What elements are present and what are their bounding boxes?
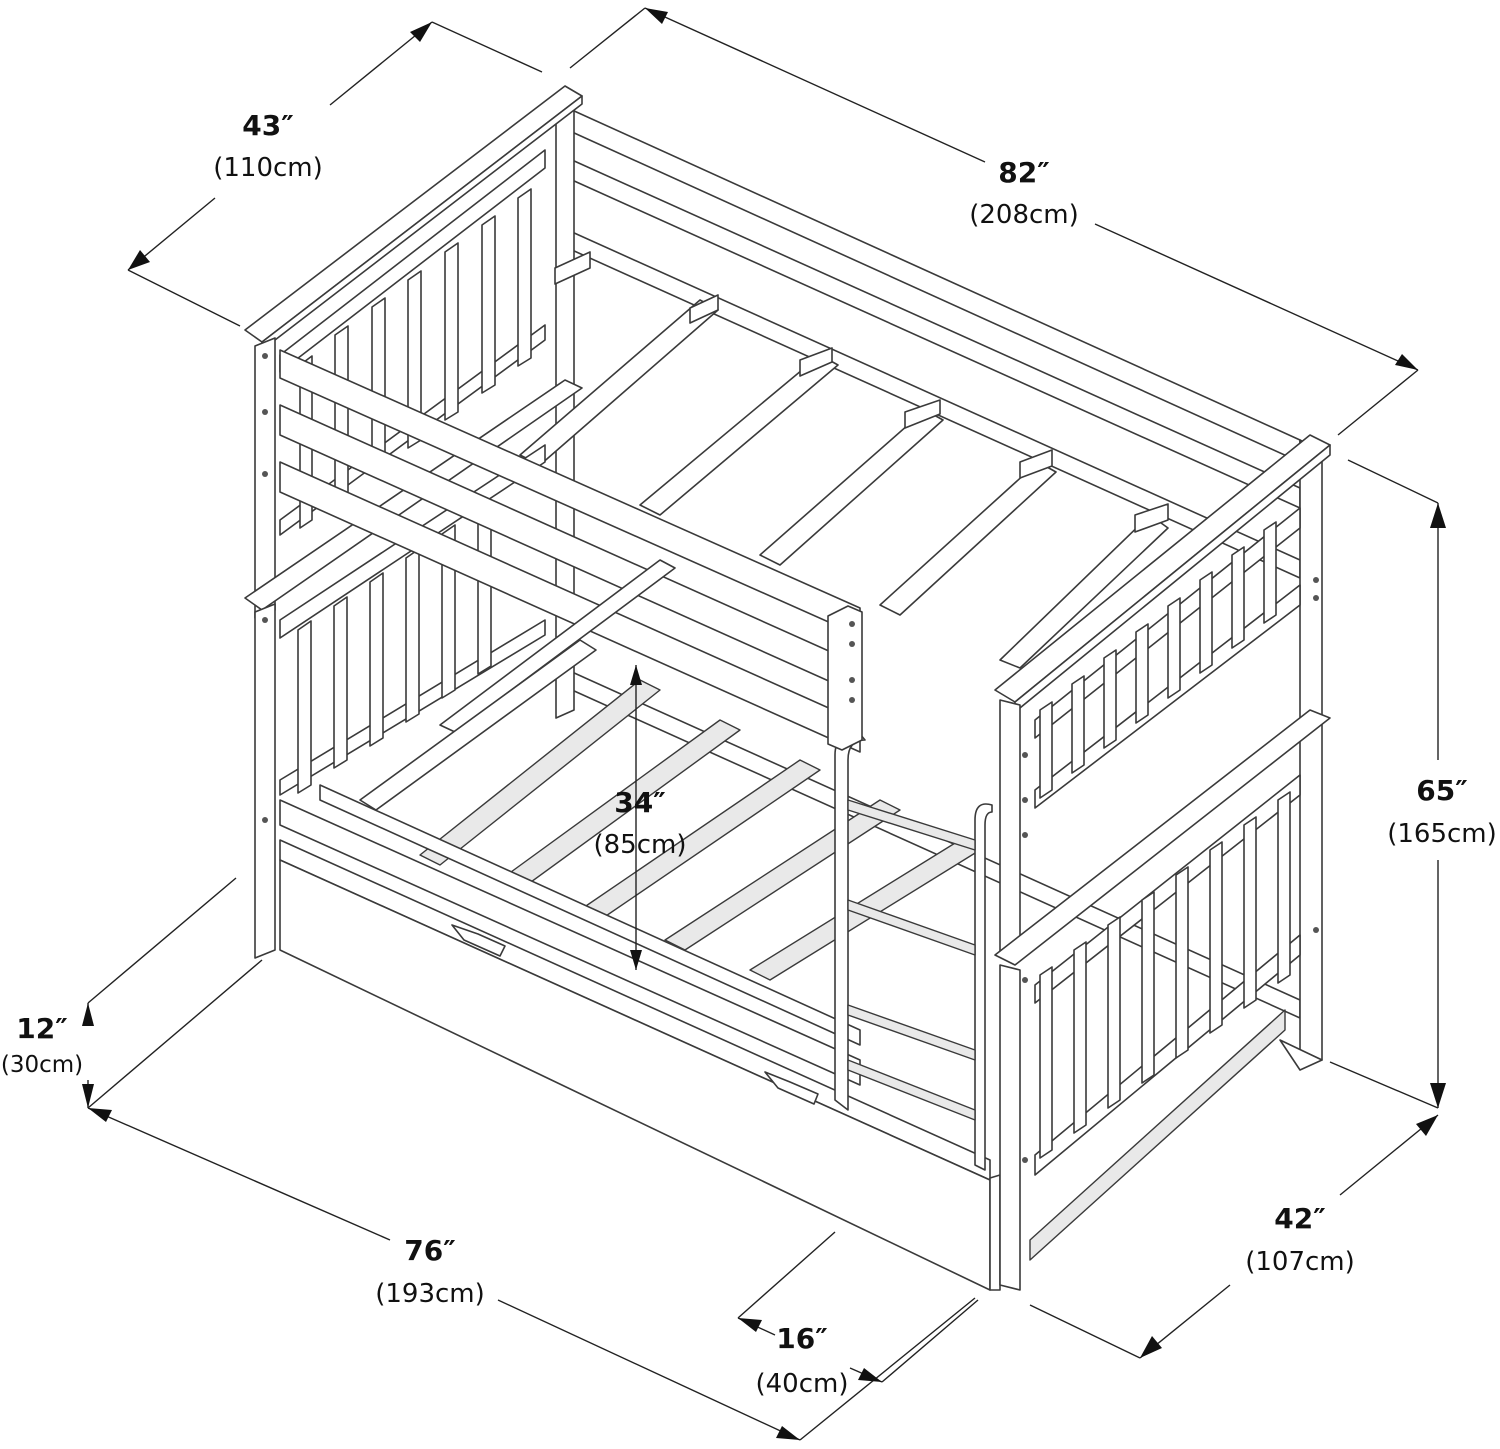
dimension-labels: 43″ (110cm) 82″ (208cm) 65″ (165cm) 34″ … xyxy=(1,109,1497,1399)
arrow-icon xyxy=(82,1003,94,1026)
arrow-icon xyxy=(128,250,150,270)
length-top-dim-line-b xyxy=(1094,223,1419,371)
arrow-icon xyxy=(630,665,642,685)
bottom-front-rail xyxy=(279,784,861,1086)
clearance-imperial-label: 34″ xyxy=(614,786,665,819)
arrow-icon xyxy=(1430,1083,1446,1108)
dimension-lines xyxy=(82,7,1446,1441)
arrow-icon xyxy=(738,1318,762,1332)
right-post-bolts xyxy=(1022,577,1319,1163)
arrow-icon xyxy=(645,8,668,24)
trundle-depth-imperial-label: 16″ xyxy=(776,1322,827,1355)
length-bottom-dim-line-a xyxy=(87,1107,391,1241)
arrow-icon xyxy=(630,950,642,970)
arrow-icon xyxy=(1416,1115,1438,1136)
right-footboard-top xyxy=(994,434,1331,961)
arrow-icon xyxy=(1395,354,1418,370)
front-middle-post xyxy=(827,605,863,751)
arrow-icon xyxy=(776,1426,800,1440)
arrow-icon xyxy=(410,22,432,42)
length-bottom-dim-line-b xyxy=(497,1299,801,1441)
length-bottom-imperial-label: 76″ xyxy=(404,1234,455,1267)
arrow-icon xyxy=(88,1108,112,1122)
length-top-dim-line-a xyxy=(644,7,986,163)
left-headboard-top xyxy=(244,85,583,619)
right-footboard-bottom xyxy=(994,709,1331,1291)
left-post-bolts xyxy=(262,353,268,823)
trundle-depth-metric-label: (40cm) xyxy=(756,1369,849,1399)
depth-top-metric-label: (110cm) xyxy=(213,153,323,183)
arrow-icon xyxy=(82,1084,94,1108)
length-top-metric-label: (208cm) xyxy=(969,200,1079,230)
trundle-drawer xyxy=(279,839,1001,1291)
arrow-icon xyxy=(1140,1336,1162,1358)
height-total-imperial-label: 65″ xyxy=(1416,774,1467,807)
arrow-icon xyxy=(858,1368,882,1382)
depth-top-imperial-label: 43″ xyxy=(242,109,293,142)
clearance-metric-label: (85cm) xyxy=(594,830,687,860)
lower-bunk-slats xyxy=(359,559,981,981)
arrow-icon xyxy=(1430,503,1446,528)
trundle-height-imperial-label: 12″ xyxy=(16,1012,67,1045)
top-bunk-slats xyxy=(519,251,1169,669)
height-total-metric-label: (165cm) xyxy=(1387,819,1497,849)
bunk-bed-illustration xyxy=(244,85,1331,1291)
length-bottom-metric-label: (193cm) xyxy=(375,1279,485,1309)
trundle-height-metric-label: (30cm) xyxy=(1,1052,83,1078)
ladder xyxy=(834,733,993,1171)
depth-bottom-imperial-label: 42″ xyxy=(1274,1202,1325,1235)
depth-bottom-metric-label: (107cm) xyxy=(1245,1247,1355,1277)
length-top-imperial-label: 82″ xyxy=(998,156,1049,189)
